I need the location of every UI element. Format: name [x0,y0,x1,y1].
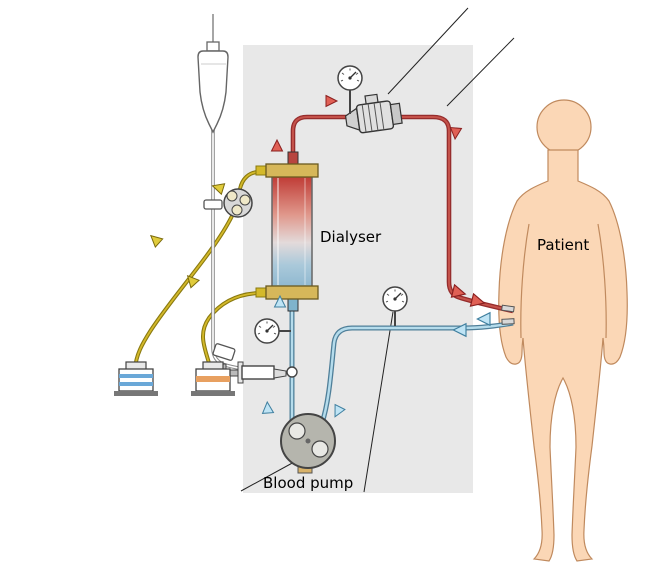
container-stripe [196,376,230,382]
patient-head [536,99,592,155]
tube-clamp [203,199,223,210]
air-trap-rib [373,102,379,131]
container-body [118,368,154,392]
container-base [114,391,158,396]
iv-bag-body [197,50,229,134]
dialysate-in-port [255,287,267,298]
pump-roller [288,422,306,440]
roller-clamp [212,343,236,361]
patient-figure [498,99,628,562]
container-base [191,391,235,396]
leader-line [387,7,469,95]
pressure-gauge-inlet [382,286,408,326]
leader-line [240,460,297,492]
leader-line [446,37,515,107]
dialysate-drain-container [114,361,158,396]
patient-label: Patient [537,236,589,254]
leader-lines [240,7,515,493]
iv-bag [197,14,229,134]
patient-arm-line [520,223,530,339]
pressure-gauge-venous [337,65,363,114]
dialyser-label: Dialyser [320,228,382,246]
syringe-barrel [241,365,275,380]
air-trap-rib [367,103,373,132]
pump-roller [226,190,238,202]
dialyser [255,151,319,312]
iv-bag-cap [206,41,220,52]
leader-line [363,311,394,493]
container-stripe [119,382,153,386]
injection-port [286,366,298,378]
blood-pump-label: Blood pump [263,474,353,492]
pump-roller [239,194,251,206]
pump-roller [231,204,243,216]
air-trap [344,93,403,134]
air-trap-cap [389,102,403,126]
syringe-tip [273,368,287,379]
dialysate-pump [223,188,253,218]
pressure-gauge-arterial [254,318,291,344]
dialyser-bottom-cap [265,285,319,300]
needle-connector [501,318,515,325]
flow-arrow-yellow [146,231,164,248]
container-stripe [119,374,153,378]
blood-pump [280,413,336,474]
gauge-dial [382,286,408,312]
patient-arm-line [597,223,607,339]
dialysate-supply-container [191,361,235,396]
patient-body [498,149,628,562]
gauge-dial [337,65,363,91]
dialyser-top-cap [265,163,319,178]
air-trap-rib [361,104,367,133]
pump-roller [311,440,329,458]
flow-arrow-blue [476,312,491,326]
gauge-dial [254,318,280,344]
needle-connector [501,304,515,313]
air-trap-rib [379,101,385,130]
dialysate-out-port [255,165,267,176]
pump-axle [305,438,311,444]
arm-connectors [501,304,515,325]
